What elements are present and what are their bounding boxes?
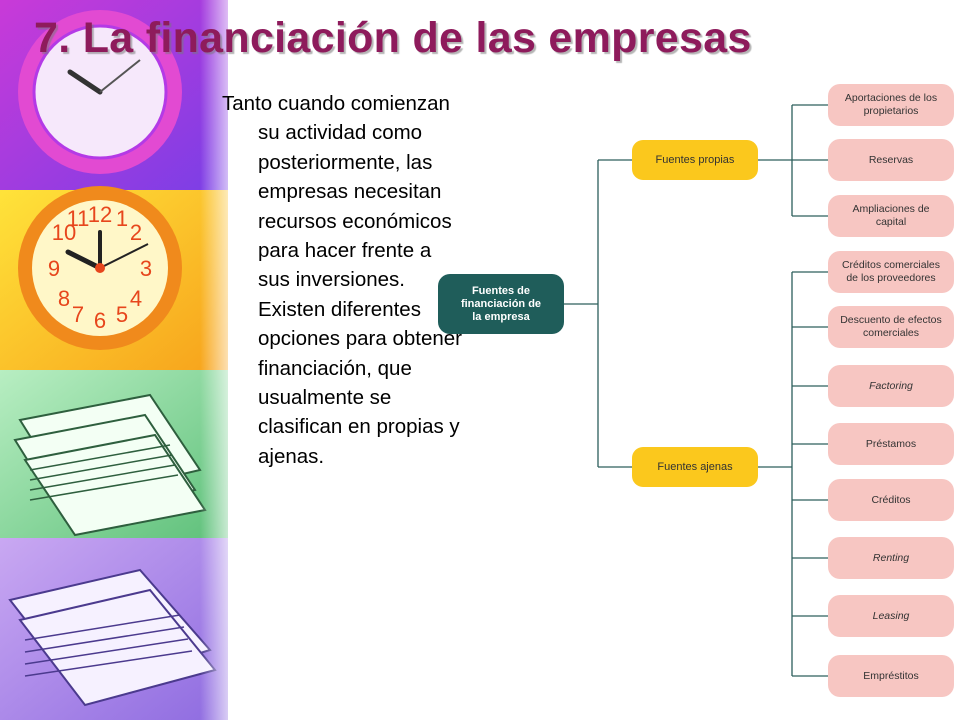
slide-title: 7. La financiación de las empresas (34, 14, 752, 62)
svg-text:9: 9 (48, 256, 60, 281)
svg-text:11: 11 (67, 206, 90, 231)
svg-text:1: 1 (116, 206, 128, 231)
leaf-loans: Préstamos (828, 423, 954, 465)
diagram-connectors (564, 104, 828, 677)
svg-text:4: 4 (130, 286, 142, 311)
svg-text:6: 6 (94, 308, 106, 333)
financing-sources-diagram: Fuentes de financiación de la empresa Fu… (430, 78, 960, 708)
svg-text:7: 7 (72, 302, 84, 327)
branch-node-external-sources: Fuentes ajenas (632, 447, 758, 487)
leaf-factoring: Factoring (828, 365, 954, 407)
leaf-leasing: Leasing (828, 595, 954, 637)
strip-fade (200, 0, 260, 720)
leaf-owner-contributions: Aportaciones de los propietarios (828, 84, 954, 126)
svg-text:12: 12 (88, 202, 112, 227)
leaf-supplier-credits: Créditos comerciales de los proveedores (828, 251, 954, 293)
clock-and-papers-image: 123 69 210 48 57 111 (0, 0, 228, 720)
branch-node-own-sources: Fuentes propias (632, 140, 758, 180)
svg-text:8: 8 (58, 286, 70, 311)
leaf-bonds: Empréstitos (828, 655, 954, 697)
leaf-capital-increases: Ampliaciones de capital (828, 195, 954, 237)
svg-text:10: 10 (52, 220, 76, 245)
leaf-reserves: Reservas (828, 139, 954, 181)
leaf-renting: Renting (828, 537, 954, 579)
leaf-bill-discounting: Descuento de efectos comerciales (828, 306, 954, 348)
intro-paragraph: Tanto cuando comienzan su actividad como… (222, 92, 463, 468)
svg-text:5: 5 (116, 302, 128, 327)
svg-text:3: 3 (140, 256, 152, 281)
leaf-credits: Créditos (828, 479, 954, 521)
root-node-financing-sources: Fuentes de financiación de la empresa (438, 274, 564, 334)
svg-text:2: 2 (130, 220, 142, 245)
